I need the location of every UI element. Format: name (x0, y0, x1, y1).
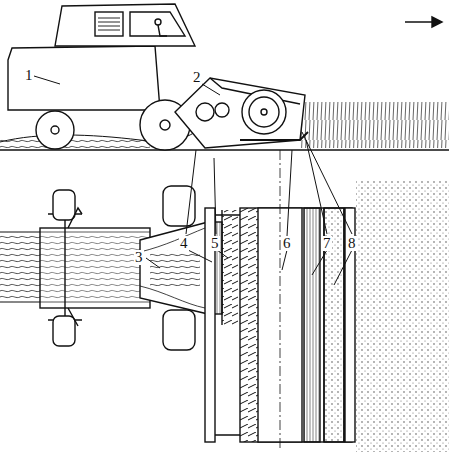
callout-number: 7 (322, 236, 332, 251)
callout-number: 4 (179, 236, 189, 251)
callout-number: 3 (134, 250, 144, 265)
callout-number: 5 (210, 236, 220, 251)
callout-number: 1 (24, 68, 34, 83)
callout-number: 2 (192, 70, 202, 85)
callout-number: 8 (347, 236, 357, 251)
callout-number: 6 (282, 236, 292, 251)
